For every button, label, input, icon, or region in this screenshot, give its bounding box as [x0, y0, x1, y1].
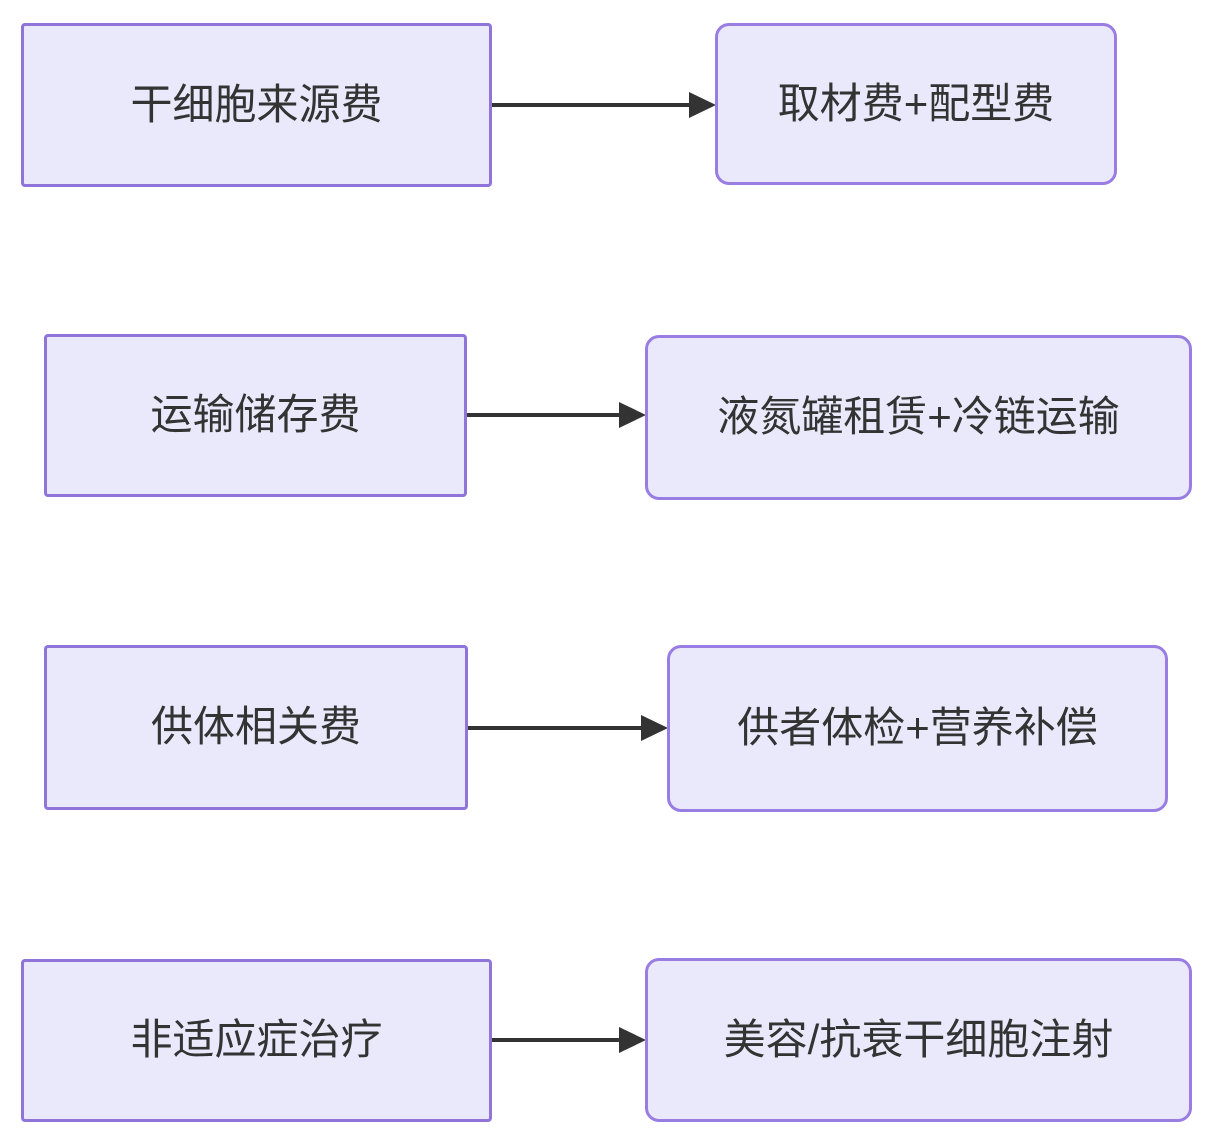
target-node-liquid-nitrogen-cold-chain: 液氮罐租赁+冷链运输: [645, 335, 1192, 500]
target-node-cosmetic-antiaging-injection: 美容/抗衰干细胞注射: [645, 958, 1192, 1122]
arrow-connector: [492, 103, 693, 107]
arrow-connector: [468, 726, 645, 730]
source-node-label: 供体相关费: [150, 703, 361, 751]
target-node-sampling-matching-fee: 取材费+配型费: [715, 23, 1117, 185]
source-node-non-indication-treatment: 非适应症治疗: [21, 959, 492, 1122]
source-node-donor-related-fee: 供体相关费: [44, 645, 468, 810]
source-node-label: 运输储存费: [150, 391, 361, 439]
arrow-connector: [492, 1038, 623, 1042]
source-node-label: 非适应症治疗: [130, 1016, 383, 1064]
target-node-label: 美容/抗衰干细胞注射: [723, 1015, 1114, 1063]
arrowhead-icon: [689, 92, 716, 118]
arrowhead-icon: [619, 1027, 646, 1053]
target-node-label: 取材费+配型费: [777, 79, 1055, 127]
arrowhead-icon: [641, 715, 668, 741]
source-node-stem-cell-source-fee: 干细胞来源费: [21, 23, 492, 187]
target-node-donor-checkup-nutrition: 供者体检+营养补偿: [667, 645, 1168, 812]
target-node-label: 液氮罐租赁+冷链运输: [717, 393, 1120, 441]
target-node-label: 供者体检+营养补偿: [737, 704, 1098, 752]
source-node-label: 干细胞来源费: [130, 80, 383, 128]
arrowhead-icon: [619, 402, 646, 428]
arrow-connector: [467, 413, 623, 417]
source-node-transport-storage-fee: 运输储存费: [44, 334, 467, 497]
